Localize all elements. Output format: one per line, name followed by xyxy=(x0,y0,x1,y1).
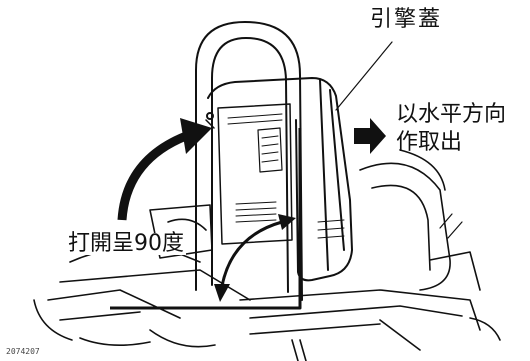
right-angle-marker-icon xyxy=(110,128,302,310)
machine-body xyxy=(33,149,501,361)
curved-arrow-down-icon xyxy=(214,214,296,302)
curved-arrow-up-icon xyxy=(117,118,212,221)
open-90-label: 打開呈90度 xyxy=(66,231,186,256)
hood-label: 引擎蓋 xyxy=(370,7,443,32)
remove-label-line1: 以水平方向 xyxy=(396,102,507,127)
figure-id: 2074207 xyxy=(6,347,40,356)
remove-label-line2: 作取出 xyxy=(396,130,463,155)
hood-leader-line xyxy=(335,41,393,111)
engine-hood xyxy=(205,77,353,282)
right-arrow-icon xyxy=(354,118,386,154)
roll-bar-frame xyxy=(195,21,303,301)
